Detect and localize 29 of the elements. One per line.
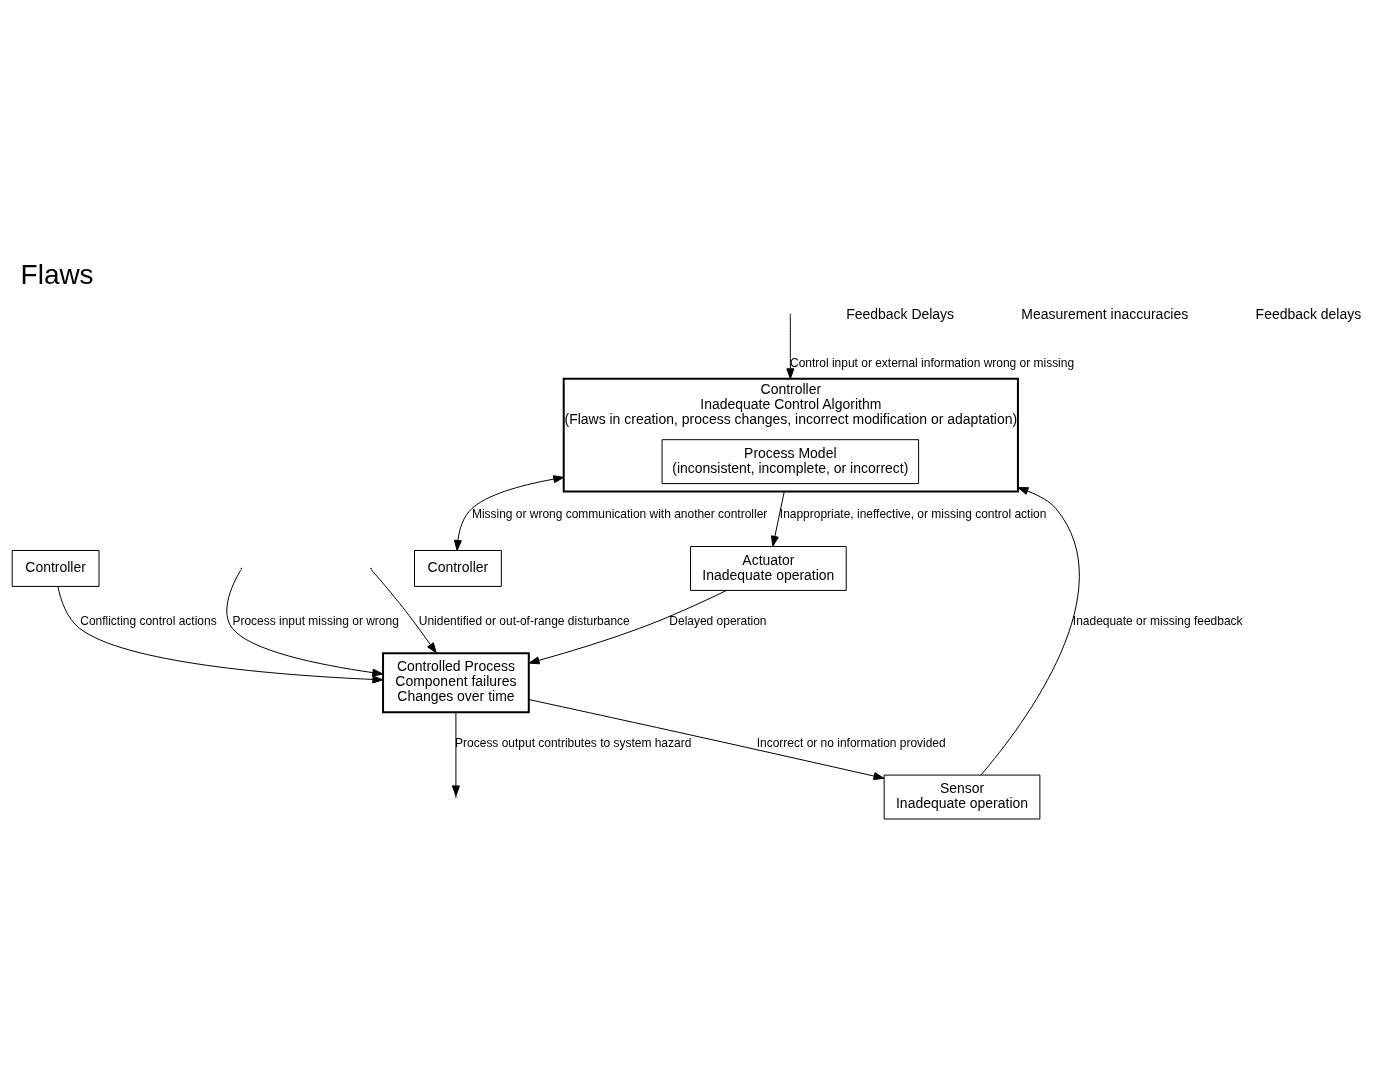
arrow <box>980 487 1080 776</box>
edge-label: Unidentified or out-of-range disturbance <box>418 613 630 628</box>
edge-label: Process output contributes to system hazard <box>455 735 692 750</box>
node-box: Controller <box>11 550 100 587</box>
label: Feedback Delays <box>846 305 955 322</box>
arrow <box>528 590 727 665</box>
diagram-title: Flaws <box>20 259 94 291</box>
label: Measurement inaccuracies <box>1021 305 1189 322</box>
edge-label: Inappropriate, ineffective, or missing control action <box>779 507 1047 522</box>
edge-label: Process input missing or wrong <box>232 613 399 628</box>
edge-label: Delayed operation <box>669 613 767 628</box>
arrow <box>770 491 785 547</box>
label: Feedback delays <box>1255 305 1362 322</box>
edge-label: Inadequate or missing feedback <box>1072 613 1243 628</box>
edge-label: Missing or wrong communication with another controller <box>471 507 768 522</box>
node-box: Actuator Inadequate operation <box>690 546 847 591</box>
arrow <box>451 711 460 797</box>
node-box: Controlled Process Component failures Changes over time <box>382 652 530 714</box>
arrow <box>786 315 795 380</box>
edge-label: Incorrect or no information provided <box>756 735 946 750</box>
arrow <box>226 569 384 684</box>
arrow <box>528 699 885 781</box>
edge-label: Conflicting control actions <box>80 613 217 628</box>
node-box: Process Model (inconsistent, incomplete, or incorrect) <box>661 439 920 485</box>
arrow <box>370 569 437 654</box>
node-box: Controller <box>414 550 502 587</box>
node-box: Sensor Inadequate operation <box>883 774 1041 820</box>
arrow <box>453 475 565 551</box>
arrow <box>57 586 384 684</box>
